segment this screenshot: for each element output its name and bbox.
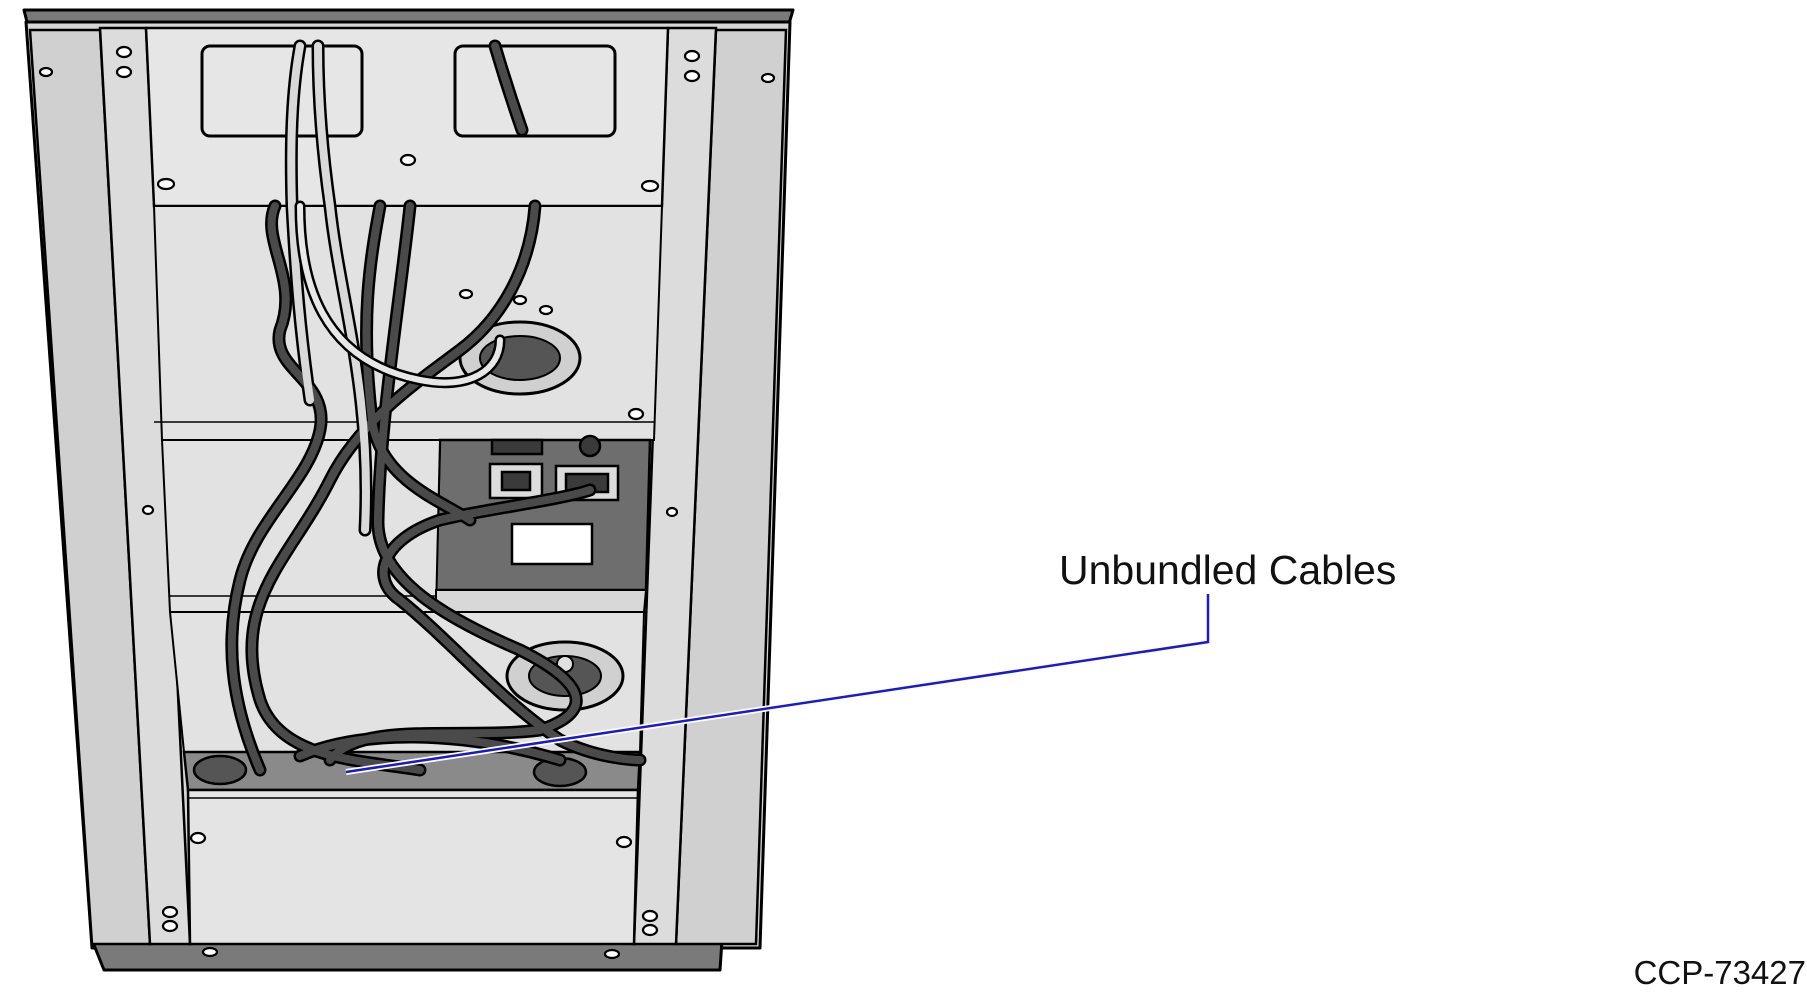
callout-unbundled-cables: Unbundled Cables <box>345 547 1396 775</box>
lower-right-panel <box>435 589 648 613</box>
port-small <box>490 438 544 456</box>
unbundled-cables <box>225 39 647 777</box>
top-cable-opening-right <box>453 44 617 138</box>
callout-label: Unbundled Cables <box>1059 547 1396 593</box>
bottom-cover-panel <box>186 788 640 946</box>
trough-openings <box>192 754 588 788</box>
connector-ports <box>488 434 620 566</box>
right-rail <box>632 26 718 946</box>
leader-line <box>345 594 1210 774</box>
screw-holes <box>38 45 776 960</box>
top-cable-opening-left <box>200 44 364 138</box>
figure-id: CCP-73427 <box>1634 954 1806 991</box>
